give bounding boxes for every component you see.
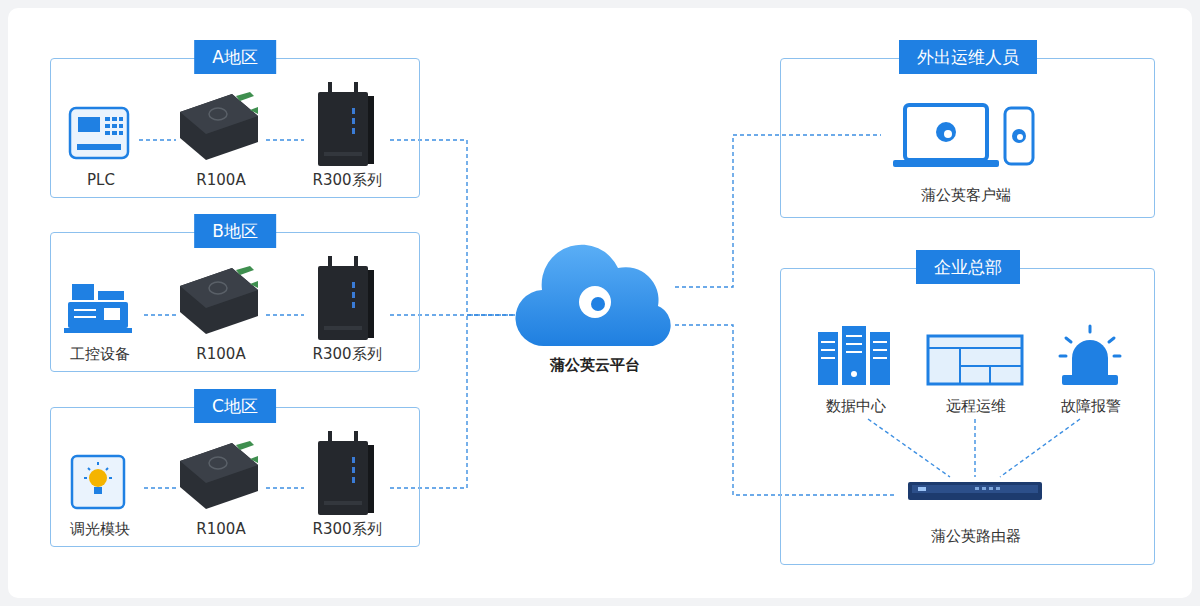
node-label: R300系列 bbox=[304, 170, 390, 190]
alarm-icon bbox=[1060, 326, 1120, 385]
router-device bbox=[908, 482, 1042, 500]
device-node: PLC bbox=[63, 101, 139, 193]
region-title: A地区 bbox=[194, 40, 276, 74]
node-label: R100A bbox=[176, 519, 266, 539]
dashed-connector bbox=[390, 140, 515, 315]
device-node: R100A bbox=[176, 442, 266, 542]
device-node: 工控设备 bbox=[56, 277, 144, 367]
node-label: 工控设备 bbox=[56, 344, 144, 364]
r300-device bbox=[318, 431, 374, 515]
node-label: R300系列 bbox=[304, 344, 390, 364]
dashed-connector bbox=[266, 314, 304, 315]
device-node: 远程运维 bbox=[921, 321, 1031, 419]
device-node: 蒲公英客户端 bbox=[881, 96, 1051, 208]
client-icons bbox=[893, 105, 1033, 167]
r100a-device bbox=[180, 266, 258, 334]
dashed-connector bbox=[266, 139, 304, 140]
dashed-connector bbox=[390, 315, 515, 488]
node-label: R100A bbox=[176, 170, 266, 190]
region-title: B地区 bbox=[194, 214, 276, 248]
region-box: 蒲公英客户端外出运维人员 bbox=[780, 58, 1155, 218]
region-box: PLCR100AR300系列A地区 bbox=[50, 58, 420, 198]
region-box: 工控设备R100AR300系列B地区 bbox=[50, 232, 420, 372]
r300-device bbox=[318, 82, 374, 166]
dashed-connector bbox=[144, 314, 176, 315]
device-node: 故障报警 bbox=[1046, 321, 1136, 419]
device-node: 数据中心 bbox=[811, 321, 901, 419]
device-node: R300系列 bbox=[304, 255, 390, 367]
node-label: R300系列 bbox=[304, 519, 390, 539]
node-label: 远程运维 bbox=[921, 396, 1031, 416]
cloud-node: 蒲公英云平台 bbox=[515, 238, 675, 378]
dashed-connector bbox=[1000, 419, 1080, 477]
node-label: R100A bbox=[176, 344, 266, 364]
dashed-connector bbox=[139, 139, 176, 140]
device-node: R100A bbox=[176, 93, 266, 193]
dashed-connector bbox=[868, 419, 950, 477]
region-box: 数据中心远程运维故障报警蒲公英路由器企业总部 bbox=[780, 268, 1155, 565]
node-label: 数据中心 bbox=[811, 396, 901, 416]
region-box: 调光模块R100AR300系列C地区 bbox=[50, 407, 420, 547]
device-node: 调光模块 bbox=[56, 451, 144, 542]
dashed-connector bbox=[144, 487, 176, 488]
region-title: 企业总部 bbox=[916, 250, 1020, 284]
r100a-device bbox=[180, 92, 258, 160]
node-label: 调光模块 bbox=[56, 519, 144, 539]
dashed-connector bbox=[266, 487, 304, 488]
device-node: 蒲公英路由器 bbox=[896, 477, 1056, 549]
dimmer-icon bbox=[72, 456, 124, 508]
dashed-connector bbox=[974, 419, 975, 477]
dashed-connector bbox=[390, 314, 515, 315]
node-label: 故障报警 bbox=[1046, 396, 1136, 416]
node-label: PLC bbox=[63, 170, 139, 190]
r300-device bbox=[318, 256, 374, 340]
region-title: C地区 bbox=[194, 389, 276, 423]
plc-icon bbox=[70, 108, 128, 158]
region-title: 外出运维人员 bbox=[899, 40, 1037, 74]
node-label: 蒲公英路由器 bbox=[896, 526, 1056, 546]
cloud-shape bbox=[515, 245, 670, 346]
node-label: 蒲公英云平台 bbox=[515, 355, 675, 375]
node-label: 蒲公英客户端 bbox=[881, 185, 1051, 205]
industrial-device-icon bbox=[64, 284, 132, 333]
device-node: R300系列 bbox=[304, 81, 390, 193]
server-icon bbox=[818, 326, 890, 385]
device-node: R300系列 bbox=[304, 430, 390, 542]
monitor-icon bbox=[928, 336, 1022, 384]
r100a-device bbox=[180, 441, 258, 509]
dashed-connector bbox=[675, 135, 881, 287]
device-node: R100A bbox=[176, 267, 266, 367]
